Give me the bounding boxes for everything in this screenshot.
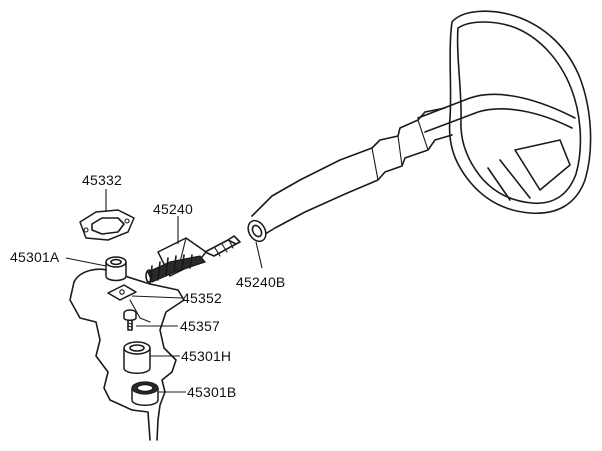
collar-45240b xyxy=(247,219,267,243)
worm-shaft-45240 xyxy=(145,235,241,285)
label-45352: 45352 xyxy=(182,290,222,306)
label-45240b: 45240B xyxy=(236,274,286,290)
gasket-45332 xyxy=(79,209,135,241)
label-45240: 45240 xyxy=(153,201,193,217)
steering-wheel xyxy=(417,10,592,215)
leader-45352 xyxy=(131,295,183,299)
screw-45357 xyxy=(123,309,137,331)
bushing-45301a xyxy=(105,256,127,282)
label-45301a: 45301A xyxy=(10,249,60,265)
leader-45240b xyxy=(255,241,263,269)
label-45332: 45332 xyxy=(82,172,122,188)
plate-45352 xyxy=(107,284,137,301)
leader-45301a xyxy=(65,257,107,267)
label-45301b: 45301B xyxy=(187,384,237,400)
column-shaft xyxy=(251,107,453,237)
label-45357: 45357 xyxy=(180,318,220,334)
leader-lines xyxy=(65,189,263,393)
gear-box-housing xyxy=(69,268,185,441)
bushing-45301h xyxy=(123,341,151,374)
bushing-45301b xyxy=(131,381,159,406)
label-45301h: 45301H xyxy=(181,348,232,364)
